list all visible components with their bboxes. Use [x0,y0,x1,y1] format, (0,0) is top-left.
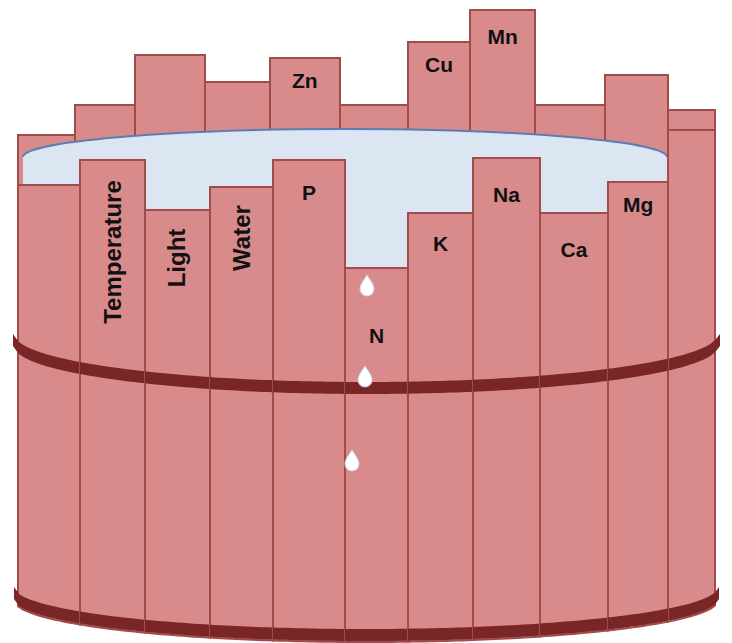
stave-label: Na [493,184,520,205]
barrel-hoop [273,628,345,641]
stave-body [210,187,273,641]
stave-body [408,213,473,642]
stave-body [345,268,408,642]
barrel-hoop [473,624,540,640]
water-drop [358,366,372,387]
barrel-hoop [14,587,80,623]
stave-shape [408,213,473,643]
stave-shape [540,213,608,643]
barrel-hoop [608,359,668,381]
barrel-stave: Light [145,210,210,638]
barrel-hoop [608,609,668,630]
stave-body [273,160,345,642]
stave-body [473,158,540,640]
stave-label: Mn [488,26,518,47]
barrel-hoop [540,618,608,636]
stave-body [145,210,210,638]
barrel-stave: P [273,160,345,642]
barrel-hoop [80,611,145,631]
stave-body [608,182,668,631]
barrel-hoop [145,620,210,637]
water-drop [345,450,359,471]
barrel-hoop [668,334,720,371]
stave-shape [473,158,540,643]
stave-label: Light [165,228,189,287]
stave-body [408,42,470,220]
barrel-hoop [273,380,345,394]
stave-shape [273,160,345,643]
barrel-hoop [668,587,719,621]
barrel-hoop [540,369,608,388]
barrel-hoop [345,629,408,641]
barrel-stave: Temperature [80,160,145,633]
stave-label: Water [229,205,253,271]
barrel-stave: Na [473,158,540,640]
stave-label: N [369,325,384,346]
stave-label: Temperature [100,180,124,324]
barrel-stave: Water [210,187,273,641]
stave-body [668,130,715,622]
stave-label: K [433,233,448,254]
stave-shape [608,182,668,643]
barrel-stave: Ca [540,213,608,637]
stave-label: Mg [623,194,653,215]
barrel-hoop [210,625,273,640]
stave-label: Cu [425,54,453,75]
barrel-stave: N [345,268,408,642]
stave-body [80,160,145,633]
barrel-hoop [408,627,473,641]
stave-body [18,185,80,624]
barrel-hoop [345,382,408,394]
stave-label: Ca [561,239,588,260]
water-drop [360,275,374,296]
barrel-stave: K [408,213,473,642]
barrel-stave [668,130,720,622]
barrel-hoop [408,380,473,394]
barrel-stave [13,185,80,624]
barrel-hoop [473,376,540,392]
stave-body [540,213,608,637]
stave-label: Zn [292,70,318,91]
barrel-hoop [145,371,210,389]
stave-label: P [302,182,316,203]
barrel-hoop [210,377,273,392]
barrel-hoop [80,362,145,383]
barrel-stave: Mg [608,182,668,630]
water-rim [23,129,667,157]
barrel-hoop [13,334,80,374]
